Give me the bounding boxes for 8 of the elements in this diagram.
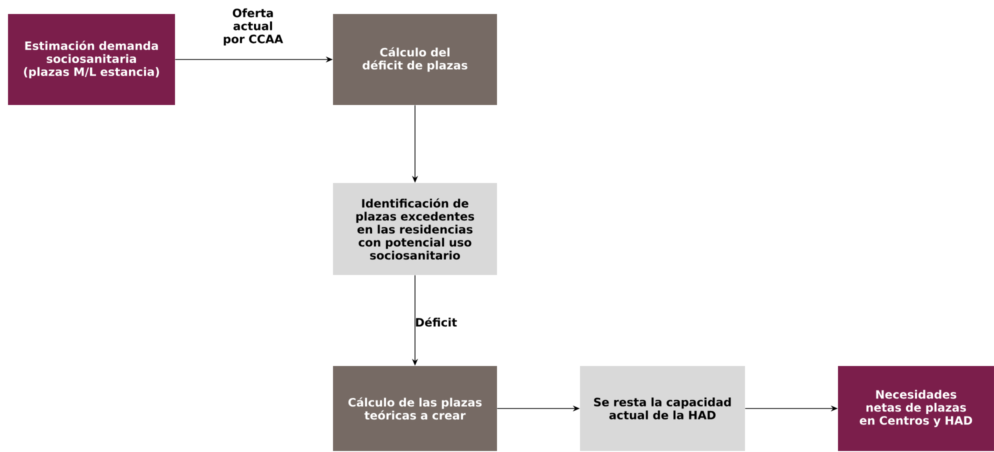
process-box: Cálculo del déficit de plazas [333,14,497,105]
edge-label: Déficit [416,317,457,327]
process-box: Identificación de plazas excedentes en las residencias con potencial uso sociosanitario [333,183,497,275]
edge-label: Oferta actual por CCAA [224,8,284,46]
process-box: Cálculo de las plazas teóricas a crear [333,366,497,451]
process-box: Estimación demanda sociosanitaria (plazas M/L estancia) [8,14,175,105]
process-box: Necesidades netas de plazas en Centros y HAD [838,366,994,451]
process-box: Se resta la capacidad actual de la HAD [580,366,745,451]
